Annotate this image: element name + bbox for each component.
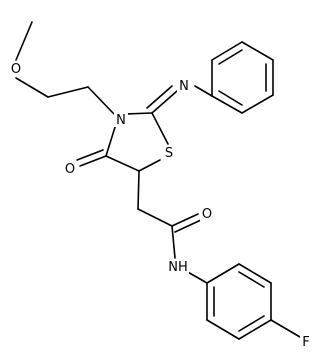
bond-fph-4 xyxy=(238,319,272,340)
bond-ch3-o xyxy=(15,21,33,61)
bond-s-c5 xyxy=(138,159,161,172)
atom-n-imine: N xyxy=(179,79,189,94)
bond-c2-n-imine xyxy=(151,90,178,114)
atom-o-methoxy: O xyxy=(11,62,21,77)
atom-s-ring: S xyxy=(165,146,173,161)
bond-ch2-ch2 xyxy=(47,86,89,98)
bond-ph-inner-3 xyxy=(218,90,243,106)
bond-ch2-n xyxy=(87,86,115,115)
bond-c2-s xyxy=(151,112,169,145)
bond-camide-o xyxy=(171,213,199,227)
bond-fph-5 xyxy=(206,319,240,340)
bond-fph-2 xyxy=(238,263,272,284)
bond-c5-ch2 xyxy=(137,170,140,210)
bond-ph-5 xyxy=(211,41,243,61)
atom-f: F xyxy=(302,335,309,350)
bond-n-c2 xyxy=(125,112,153,115)
bond-o-ch2 xyxy=(15,77,49,98)
atom-o-amide: O xyxy=(202,207,212,222)
bond-c4-n xyxy=(105,123,117,157)
bond-c2-n-imine-double xyxy=(146,85,173,109)
atom-nh-amide: NH xyxy=(168,260,188,275)
bond-c-f xyxy=(270,319,301,338)
bond-ph-inner-1 xyxy=(218,49,243,65)
bond-c5-c4 xyxy=(105,155,140,172)
bond-c4-o-double xyxy=(76,149,104,161)
bond-nh-aryl xyxy=(185,270,208,284)
bond-fph-inner-1 xyxy=(238,271,265,288)
atom-n-ring: N xyxy=(116,113,126,128)
bond-n-phenyl xyxy=(194,85,213,97)
bond-camide-o-double xyxy=(174,219,202,233)
bond-fph-inner-2 xyxy=(238,315,265,332)
bond-ph-4 xyxy=(241,41,274,61)
bond-ph-1 xyxy=(211,95,243,114)
bond-camide-nh xyxy=(171,225,176,259)
atom-o-ring: O xyxy=(65,162,75,177)
bond-ph-2 xyxy=(241,94,274,114)
bond-c4-o xyxy=(79,155,107,167)
bond-ch2-camide xyxy=(137,208,173,227)
bond-fph-1 xyxy=(206,263,240,284)
